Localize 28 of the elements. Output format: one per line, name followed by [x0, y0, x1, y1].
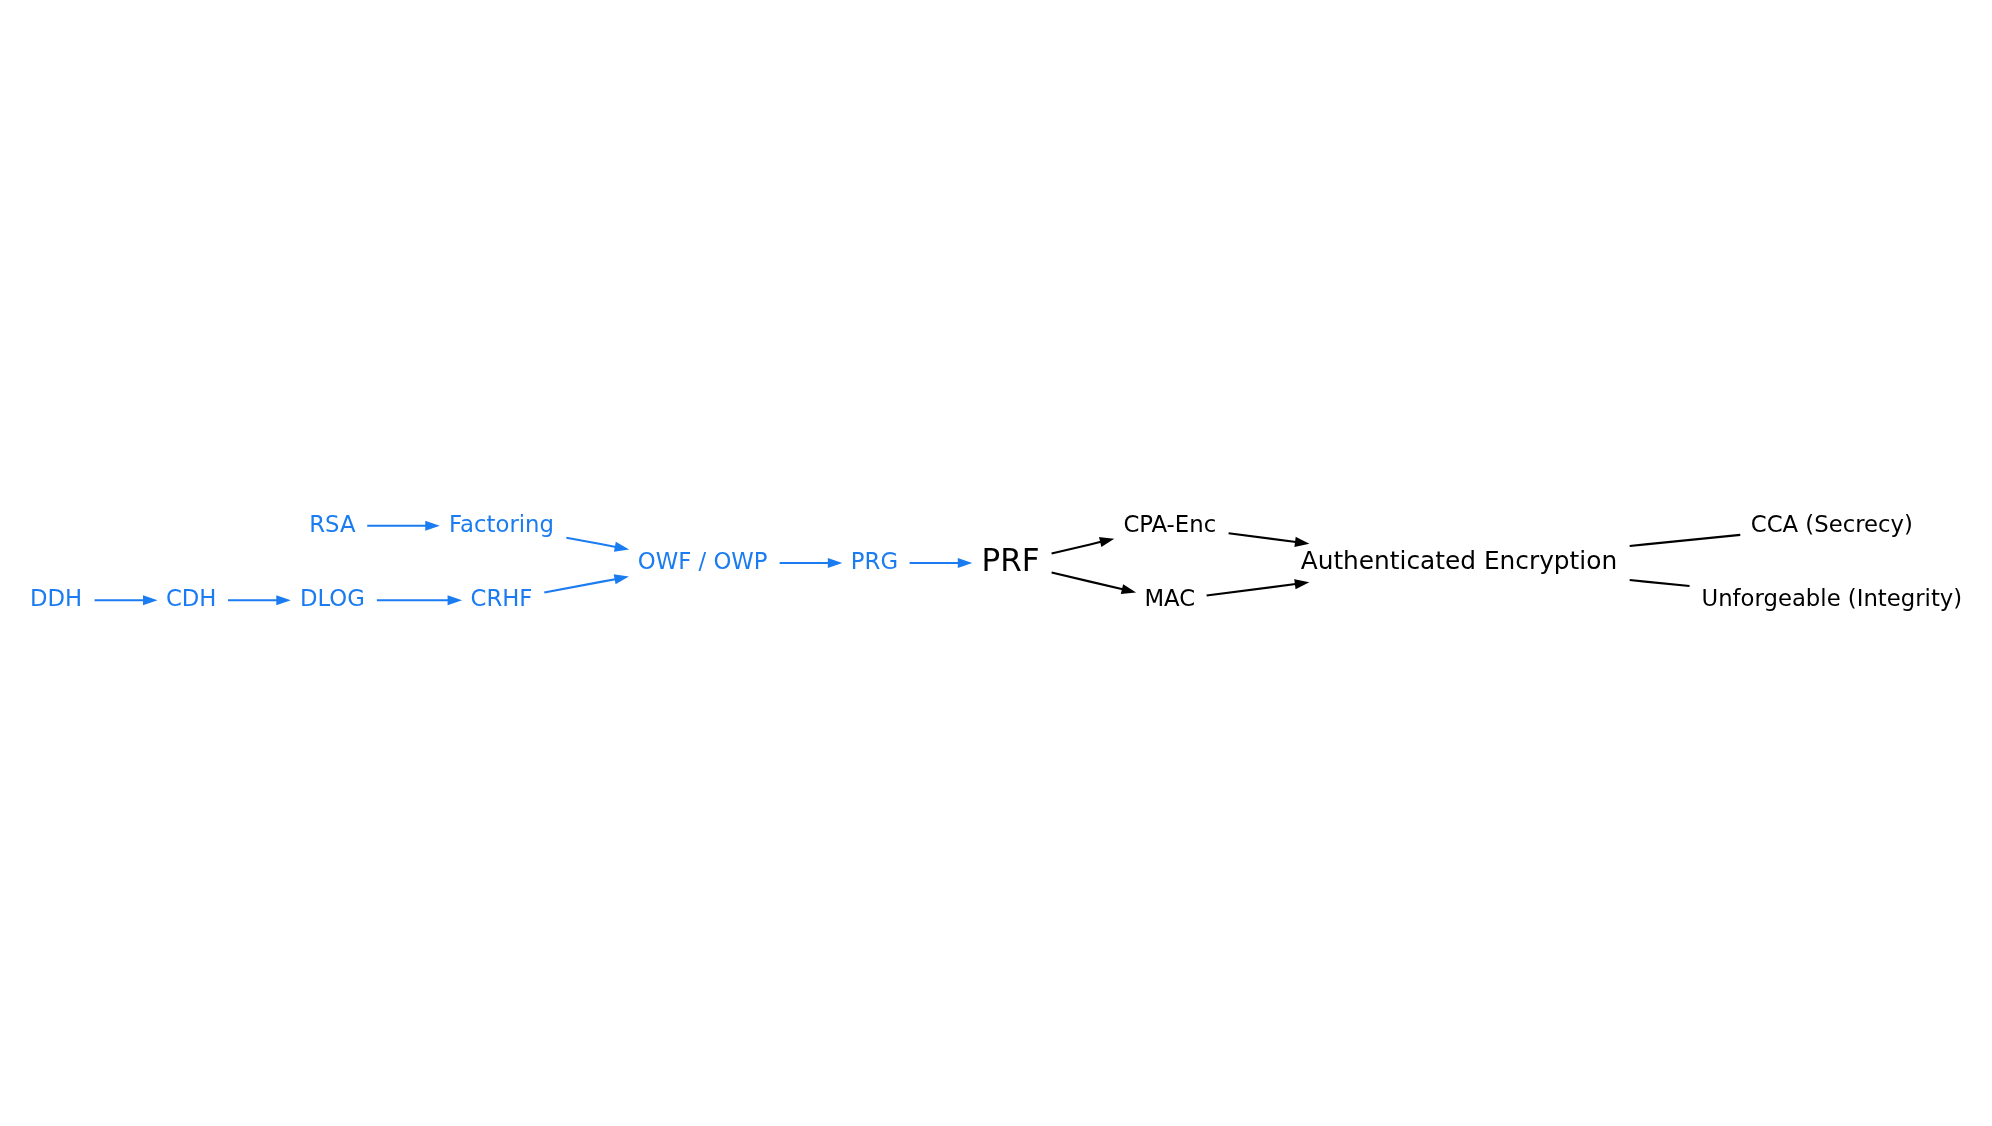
arrow	[367, 520, 440, 531]
arrow	[566, 536, 630, 552]
node-text: Unforgeable (Integrity)	[1701, 585, 1963, 612]
node-text: OWF / OWP	[637, 547, 768, 574]
node-text: CPA-Enc	[1123, 510, 1217, 537]
arrow	[779, 557, 843, 569]
connector	[1629, 533, 1741, 547]
node-text: Factoring	[449, 510, 554, 537]
arrow	[376, 595, 463, 606]
node-text: CDH	[165, 585, 217, 612]
node-text: PRF	[981, 541, 1040, 578]
node-text: DLOG	[299, 585, 365, 612]
node-text: Authenticated Encryption	[1300, 546, 1618, 576]
arrow	[909, 557, 973, 569]
node-text: PRG	[850, 547, 899, 574]
arrow	[1206, 579, 1310, 597]
arrow	[94, 595, 158, 606]
arrow	[544, 574, 629, 594]
arrow	[1228, 532, 1310, 547]
arrow	[1051, 537, 1115, 555]
node-text: CCA (Secrecy)	[1750, 510, 1913, 537]
arrow	[1051, 571, 1137, 595]
node-text: MAC	[1144, 585, 1196, 612]
connector	[1629, 579, 1690, 588]
node-text: DDH	[30, 585, 83, 612]
arrow	[228, 595, 291, 606]
node-text: CRHF	[470, 585, 533, 612]
node-text: RSA	[309, 510, 356, 537]
